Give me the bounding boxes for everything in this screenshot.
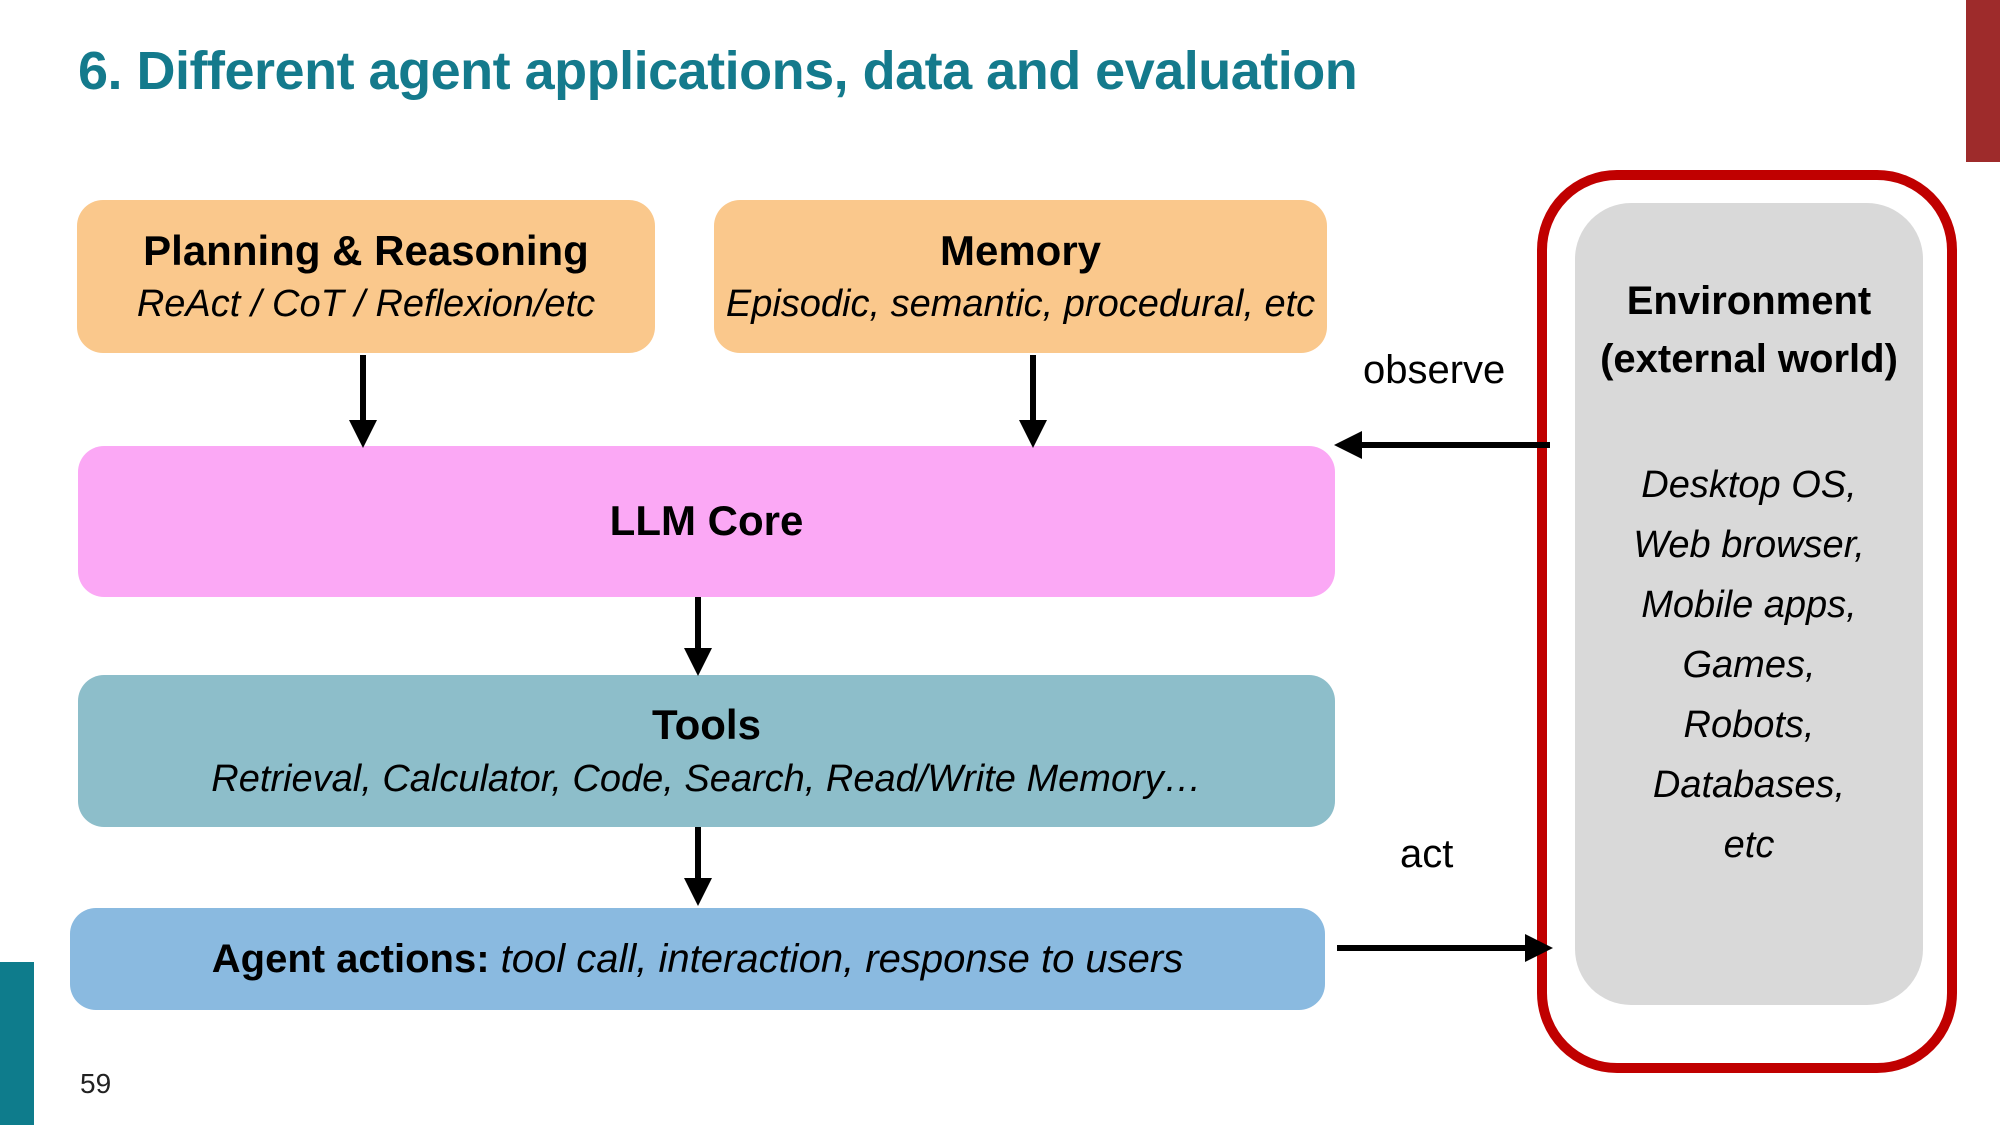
agent-actions-box: Agent actions: tool call, interaction, r…: [70, 908, 1325, 1010]
environment-red-border: [1537, 170, 1957, 1073]
page-title: 6. Different agent applications, data an…: [78, 41, 1358, 101]
environment-items: Desktop OS, Web browser, Mobile apps, Ga…: [1575, 455, 1923, 875]
memory-box: Memory Episodic, semantic, procedural, e…: [714, 200, 1327, 353]
agent-actions-label-bold: Agent actions:: [211, 936, 490, 981]
arrowhead-right-icon: [1525, 934, 1553, 962]
arrowhead-down-icon: [1019, 420, 1047, 448]
environment-title-line2: (external world): [1600, 337, 1898, 381]
arrowhead-down-icon: [684, 878, 712, 906]
tools-subtitle: Retrieval, Calculator, Code, Search, Rea…: [211, 757, 1202, 800]
environment-title: Environment (external world): [1575, 272, 1923, 388]
environment-item: Databases,: [1652, 764, 1846, 806]
arrowhead-down-icon: [684, 648, 712, 676]
arrowhead-left-icon: [1334, 431, 1362, 459]
bottom-left-accent-bar: [0, 962, 34, 1125]
tools-title: Tools: [652, 701, 761, 748]
environment-item: etc: [1723, 824, 1775, 866]
environment-title-line1: Environment: [1626, 279, 1872, 323]
planning-reasoning-title: Planning & Reasoning: [143, 226, 589, 274]
top-right-accent-bar: [1966, 0, 2000, 162]
agent-actions-label-italic: tool call, interaction, response to user…: [489, 936, 1184, 981]
environment-item: Web browser,: [1633, 524, 1865, 566]
llm-core-box: LLM Core: [78, 446, 1335, 597]
planning-reasoning-box: Planning & Reasoning ReAct / CoT / Refle…: [77, 200, 655, 353]
environment-box: [1575, 203, 1923, 1005]
tools-box: Tools Retrieval, Calculator, Code, Searc…: [78, 675, 1335, 827]
arrowhead-down-icon: [349, 420, 377, 448]
agent-actions-label: Agent actions: tool call, interaction, r…: [212, 937, 1184, 982]
llm-core-title: LLM Core: [609, 497, 804, 545]
memory-subtitle: Episodic, semantic, procedural, etc: [725, 283, 1316, 325]
act-label: act: [1400, 832, 1454, 876]
environment-item: Desktop OS,: [1641, 464, 1857, 506]
memory-title: Memory: [939, 226, 1102, 274]
observe-label: observe: [1363, 348, 1506, 392]
environment-item: Games,: [1682, 644, 1816, 686]
environment-item: Robots,: [1683, 704, 1815, 746]
planning-reasoning-subtitle: ReAct / CoT / Reflexion/etc: [136, 283, 596, 325]
page-number: 59: [80, 1068, 112, 1099]
environment-item: Mobile apps,: [1641, 584, 1857, 626]
